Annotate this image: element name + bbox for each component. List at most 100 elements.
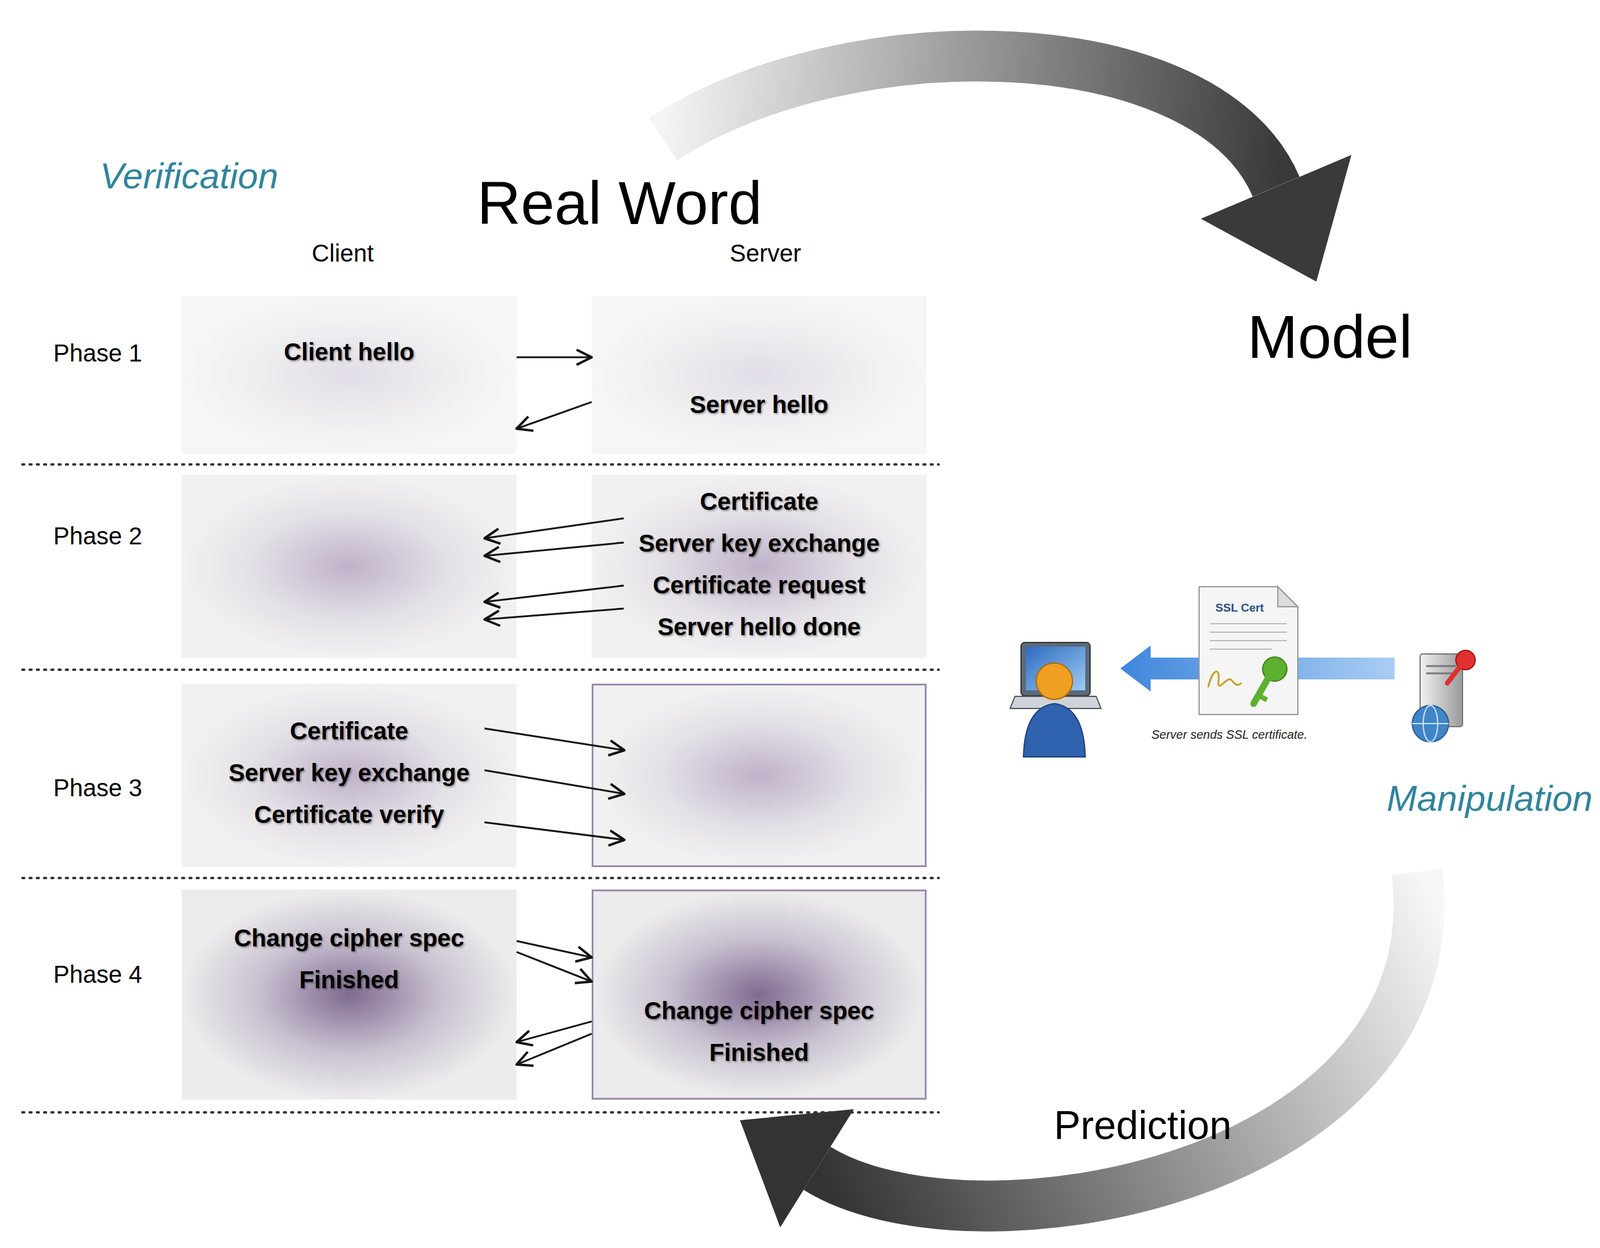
certificate-fold — [1277, 586, 1298, 607]
certificate-lines — [1209, 631, 1287, 633]
message-arrow — [484, 728, 625, 751]
ssl-illustration — [1010, 586, 1476, 758]
dotted-separator — [22, 463, 939, 466]
phase-panel — [181, 474, 517, 659]
text-line: Change cipher spec — [591, 992, 927, 1035]
user-head — [1036, 663, 1073, 700]
column-header: Server — [729, 239, 802, 268]
message-name: Certificate verify — [254, 796, 444, 834]
message-arrow — [484, 822, 625, 840]
section-label: Verification — [99, 155, 279, 197]
message-name: Server hello — [689, 386, 829, 424]
edge-label: Prediction — [1053, 1102, 1232, 1149]
region: Real WordClient helloServer helloCertifi… — [18, 139, 945, 1121]
certificate-lines — [1209, 648, 1272, 650]
certificate-lines — [1209, 640, 1287, 642]
text-line: Finished — [591, 1034, 927, 1077]
text-line: Server key exchange — [591, 525, 927, 567]
message-name: Certificate — [290, 712, 409, 750]
arrow-line — [516, 356, 592, 359]
text-line: Change cipher spec — [181, 919, 517, 962]
text-line: Server hello done — [591, 608, 927, 651]
message-name: Client hello — [284, 333, 415, 371]
text-line: Finished — [181, 961, 517, 1004]
phase-panel — [181, 296, 517, 455]
message-arrow — [484, 608, 624, 620]
globe-equator — [1412, 723, 1449, 725]
text-line: Client hello — [181, 333, 517, 376]
region-title: Model — [1247, 302, 1413, 372]
text-block: Change cipher specFinished — [591, 992, 927, 1077]
dotted-separator — [22, 668, 939, 672]
globe — [1412, 705, 1449, 742]
certificate-title: SSL Cert — [1215, 601, 1264, 615]
phase-panel — [591, 889, 927, 1100]
message-name: Finished — [709, 1034, 809, 1072]
message-name: Server key exchange — [228, 754, 470, 792]
dotted-separator — [22, 876, 939, 880]
phase-label: Phase 1 — [53, 339, 143, 367]
server-slot — [1426, 665, 1457, 668]
dotted-separator — [22, 1111, 939, 1114]
phase-panel: Change cipher specFinished — [181, 889, 517, 1100]
text-line: Server hello — [591, 386, 927, 429]
phase-label: Phase 2 — [53, 522, 143, 550]
message-name: Finished — [299, 961, 399, 999]
text-line: Certificate request — [591, 566, 927, 609]
column-header: Client — [311, 239, 374, 268]
certificate-lines — [1209, 623, 1287, 625]
arrow-shaft — [816, 872, 1419, 1207]
text-block: CertificateServer key exchangeCertificat… — [591, 483, 927, 651]
phase-panel: CertificateServer key exchangeCertificat… — [591, 474, 927, 659]
message-name: Server key exchange — [638, 525, 880, 562]
arrow-head — [740, 1109, 854, 1228]
message-arrow — [484, 585, 624, 602]
message-name: Server hello done — [657, 608, 862, 646]
message-name: Certificate request — [652, 566, 866, 604]
phase-panel: Client hello — [181, 296, 517, 455]
message-arrow — [516, 1033, 592, 1065]
message-arrow — [484, 770, 625, 794]
message-arrow — [484, 542, 624, 556]
arrow-line — [516, 941, 592, 958]
text-block: CertificateServer key exchangeCertificat… — [181, 712, 517, 839]
message-arrow — [516, 402, 592, 429]
arrow-head — [1200, 155, 1352, 282]
arrow-shaft — [663, 55, 1277, 187]
text-line: Certificate — [591, 483, 927, 526]
phase-label: Phase 3 — [53, 773, 143, 802]
message-arrow — [484, 518, 624, 539]
message-name: Change cipher spec — [643, 992, 874, 1030]
message-arrow — [516, 357, 592, 358]
red-key-shaft — [1447, 667, 1460, 684]
message-arrow — [516, 952, 592, 982]
phase-panel: CertificateServer key exchangeCertificat… — [181, 683, 517, 868]
green-key-shaft — [1253, 678, 1269, 704]
cycle-arrow — [740, 872, 1419, 1228]
message-name: Certificate — [700, 483, 819, 521]
green-key-tooth — [1258, 695, 1267, 701]
cycle-arrow — [663, 55, 1352, 282]
arrow-line — [516, 1033, 592, 1065]
phase-panel — [181, 889, 517, 1100]
certificate-lines — [1209, 623, 1287, 650]
phase-panel: Server hello — [591, 296, 927, 455]
text-line: Certificate — [181, 712, 517, 755]
message-arrow — [516, 941, 592, 958]
text-block: Change cipher specFinished — [181, 919, 517, 1004]
section-label: Manipulation — [1386, 777, 1593, 820]
text-line: Server key exchange — [181, 754, 517, 797]
message-arrow — [484, 518, 625, 840]
phase-panel — [591, 683, 927, 868]
region: Model — [993, 281, 1593, 873]
caption-note: Server sends SSL certificate. — [1151, 727, 1308, 742]
signature — [1208, 671, 1242, 688]
region-title: Real Word — [477, 168, 763, 239]
certificate-sheet — [1199, 586, 1298, 715]
text-block: Server hello — [591, 386, 927, 429]
phase-panel: Change cipher specFinished — [591, 889, 927, 1100]
message-name: Change cipher spec — [233, 919, 464, 957]
text-block: Client hello — [181, 333, 517, 376]
phase-label: Phase 4 — [53, 960, 143, 989]
